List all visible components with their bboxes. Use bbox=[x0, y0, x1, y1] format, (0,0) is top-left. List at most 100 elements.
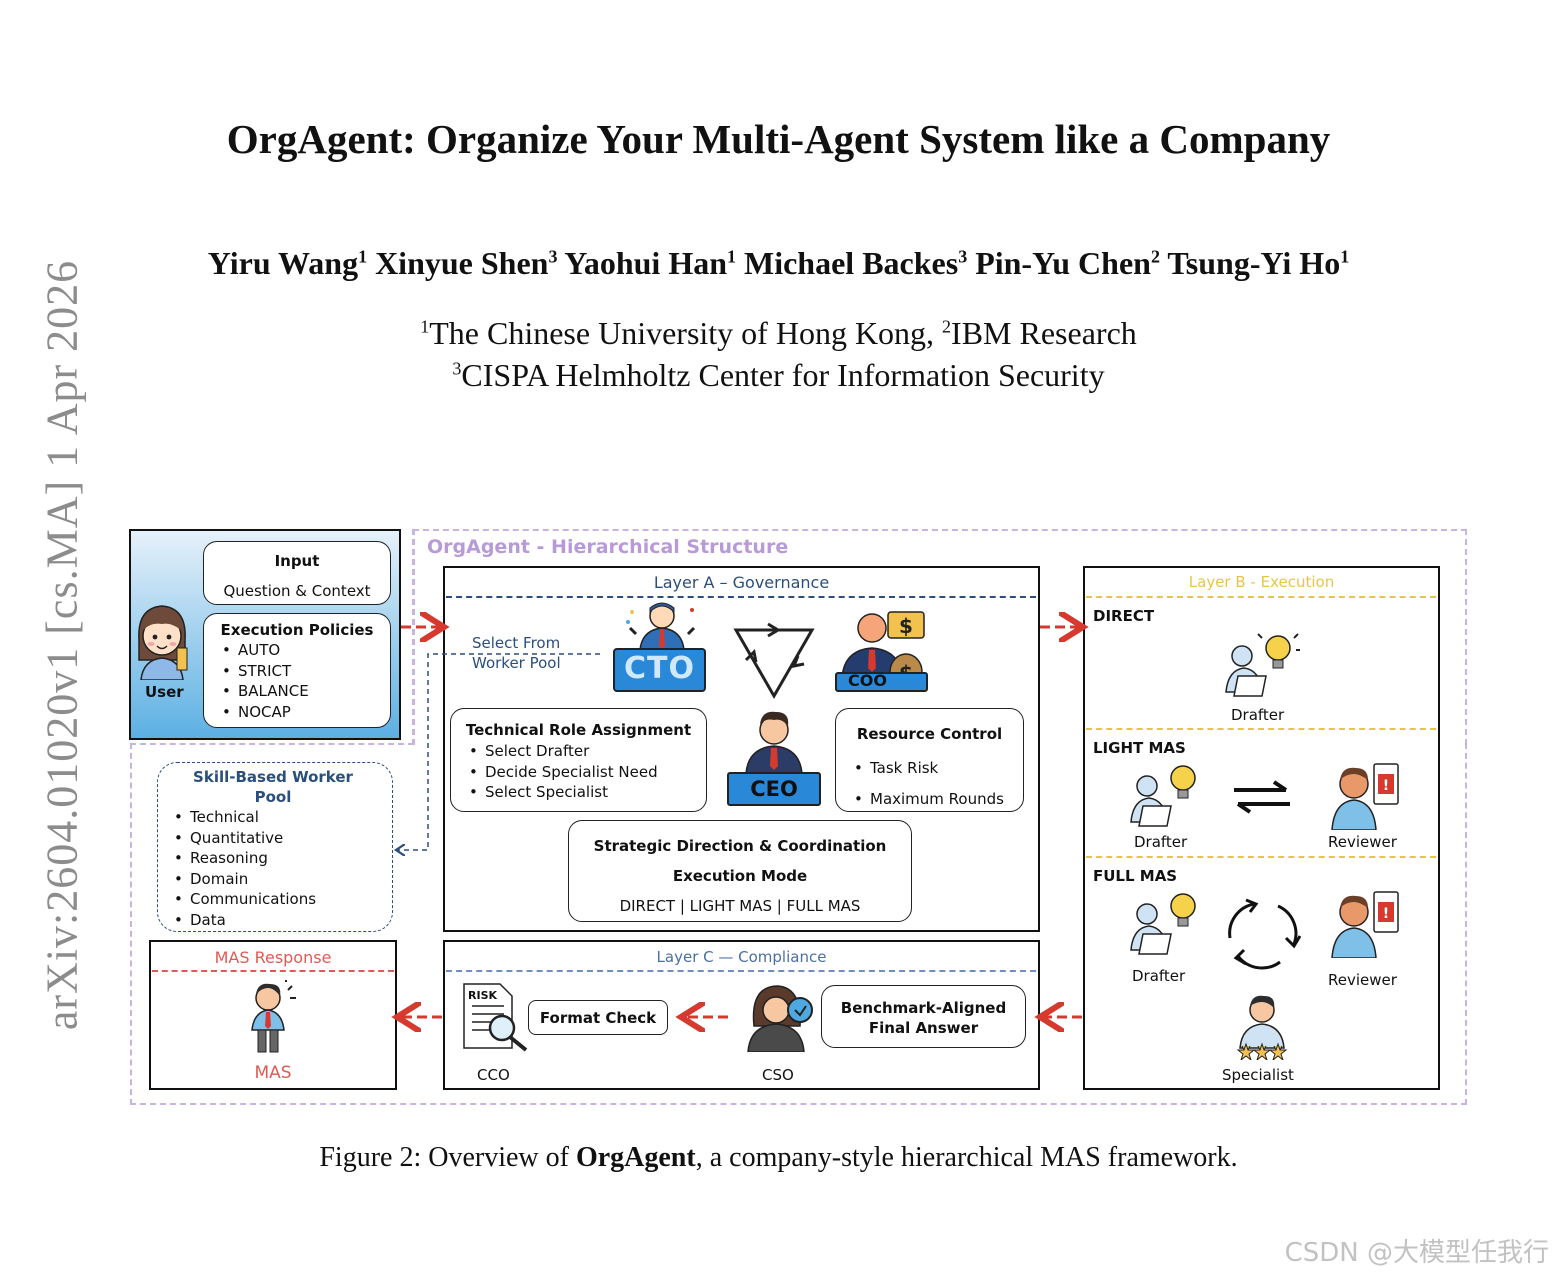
cycle-triangle-icon bbox=[733, 622, 815, 700]
risk-document-icon bbox=[463, 983, 528, 1052]
list-item: Technical bbox=[170, 807, 316, 828]
affiliation-line-2: 3CISPA Helmholtz Center for Information … bbox=[452, 357, 1105, 393]
list-item: Select Specialist bbox=[465, 782, 658, 803]
exchange-arrows-icon bbox=[1234, 780, 1290, 814]
user-avatar-icon bbox=[138, 605, 188, 680]
technical-role-title: Technical Role Assignment bbox=[465, 721, 692, 739]
direct-label: DIRECT bbox=[1093, 607, 1155, 625]
full-mas-label: FULL MAS bbox=[1093, 867, 1178, 885]
cto-desk bbox=[613, 648, 706, 692]
cco-label: CCO bbox=[477, 1066, 510, 1084]
risk-label: RISK bbox=[468, 989, 498, 1002]
author: Xinyue Shen3 bbox=[375, 245, 558, 281]
light-mas-label: LIGHT MAS bbox=[1093, 739, 1186, 757]
layer-a-panel bbox=[443, 566, 1040, 932]
input-box: Input Question & Context bbox=[203, 541, 391, 605]
worker-pool-box bbox=[157, 762, 393, 932]
paper-title: OrgAgent: Organize Your Multi-Agent Syst… bbox=[226, 116, 1331, 162]
hierarchy-title: OrgAgent - Hierarchical Structure bbox=[427, 536, 789, 558]
layer-b-title: Layer B - Execution bbox=[1188, 573, 1335, 591]
list-item: STRICT bbox=[218, 661, 309, 682]
hierarchy-outline-top bbox=[413, 529, 1467, 745]
layer-b-divider-3 bbox=[1086, 856, 1436, 858]
mas-response-title: MAS Response bbox=[214, 948, 332, 967]
drafter-label: Drafter bbox=[1231, 706, 1285, 724]
drafter-label: Drafter bbox=[1132, 967, 1186, 985]
drafter-icon bbox=[1225, 632, 1300, 697]
resource-control-box: Resource Control Task Risk Maximum Round… bbox=[835, 708, 1024, 815]
cto-label: CTO bbox=[624, 651, 695, 686]
layer-c-title: Layer C — Compliance bbox=[656, 948, 827, 966]
hierarchy-outline-step bbox=[130, 743, 414, 745]
worker-pool-title: Skill-Based Worker Pool bbox=[193, 768, 353, 806]
format-check-label: Format Check bbox=[539, 1009, 657, 1027]
strategic-direction-box: Strategic Direction & Coordination Execu… bbox=[568, 820, 912, 922]
cso-figure-icon bbox=[747, 985, 813, 1052]
layer-a-title: Layer A – Governance bbox=[653, 573, 830, 592]
svg-text:!: ! bbox=[1383, 906, 1389, 922]
author: Michael Backes3 bbox=[744, 245, 968, 281]
worker-pool-list: Technical Quantitative Reasoning Domain … bbox=[170, 807, 316, 930]
list-item: BALANCE bbox=[218, 681, 309, 702]
list-item: Decide Specialist Need bbox=[465, 762, 658, 783]
watermark: CSDN @大模型任我行 bbox=[1284, 1238, 1549, 1268]
list-item: NOCAP bbox=[218, 702, 309, 723]
technical-role-box: Technical Role Assignment Select Drafter… bbox=[450, 708, 707, 812]
execution-policies-box: Execution Policies AUTO STRICT BALANCE N… bbox=[203, 613, 391, 728]
coo-figure-icon: $ $ bbox=[841, 611, 925, 691]
mas-label: MAS bbox=[254, 1063, 292, 1083]
list-item: Quantitative bbox=[170, 828, 316, 849]
svg-text:$: $ bbox=[899, 614, 913, 638]
resource-control-title: Resource Control bbox=[856, 725, 1003, 743]
ceo-label: CEO bbox=[750, 777, 798, 801]
ceo-figure-icon bbox=[745, 711, 803, 774]
author-list: Yiru Wang1 Xinyue Shen3 Yaohui Han1 Mich… bbox=[0, 245, 1557, 282]
execution-mode-title: Execution Mode bbox=[672, 867, 808, 885]
mas-response-divider bbox=[152, 970, 394, 972]
list-item: Select Drafter bbox=[465, 741, 658, 762]
layer-b-panel bbox=[1083, 566, 1440, 1090]
resource-control-list: Task Risk Maximum Rounds bbox=[850, 753, 1004, 815]
reviewer-icon: ! bbox=[1331, 891, 1399, 958]
drafter-label: Drafter bbox=[1134, 833, 1188, 851]
mas-response-panel bbox=[149, 940, 397, 1090]
list-item: Data bbox=[170, 910, 316, 931]
ceo-desk bbox=[727, 772, 821, 806]
benchmark-answer-box: Benchmark-Aligned Final Answer bbox=[821, 985, 1026, 1048]
execution-modes: DIRECT | LIGHT MAS | FULL MAS bbox=[619, 897, 861, 915]
list-item: AUTO bbox=[218, 640, 309, 661]
coo-label: COO bbox=[848, 671, 887, 690]
layer-c-panel bbox=[443, 940, 1040, 1090]
svg-text:$: $ bbox=[899, 661, 913, 685]
policies-list: AUTO STRICT BALANCE NOCAP bbox=[218, 640, 309, 722]
input-text: Question & Context bbox=[223, 582, 371, 600]
layer-b-divider-1 bbox=[1086, 596, 1436, 598]
list-item: Maximum Rounds bbox=[850, 784, 1004, 815]
reviewer-icon: ! bbox=[1331, 763, 1399, 830]
author: Tsung-Yi Ho1 bbox=[1167, 245, 1350, 281]
mas-agent-icon bbox=[251, 980, 296, 1053]
layer-c-divider bbox=[446, 970, 1036, 972]
list-item: Communications bbox=[170, 889, 316, 910]
coo-desk bbox=[835, 672, 928, 692]
figure-caption: Figure 2: Overview of OrgAgent, a compan… bbox=[319, 1142, 1238, 1173]
author: Yiru Wang1 bbox=[207, 245, 368, 281]
specialist-icon bbox=[1236, 995, 1288, 1060]
hierarchy-outline-step-vert bbox=[412, 529, 414, 745]
policies-title: Execution Policies bbox=[220, 621, 374, 639]
layer-b-divider-2 bbox=[1086, 728, 1436, 730]
reviewer-label: Reviewer bbox=[1328, 971, 1397, 989]
specialist-label: Specialist bbox=[1222, 1066, 1294, 1084]
reviewer-label: Reviewer bbox=[1328, 833, 1397, 851]
cto-figure-icon bbox=[626, 602, 696, 650]
author: Yaohui Han1 bbox=[564, 245, 736, 281]
cso-label: CSO bbox=[762, 1066, 794, 1084]
user-label: User bbox=[145, 683, 184, 701]
select-from-label: Select From bbox=[472, 634, 561, 652]
worker-pool-label: Worker Pool bbox=[472, 654, 561, 672]
format-check-box: Format Check bbox=[528, 1000, 668, 1035]
technical-role-list: Select Drafter Decide Specialist Need Se… bbox=[465, 741, 658, 803]
strategic-title: Strategic Direction & Coordination bbox=[593, 837, 887, 855]
benchmark-label: Benchmark-Aligned bbox=[840, 999, 1007, 1017]
